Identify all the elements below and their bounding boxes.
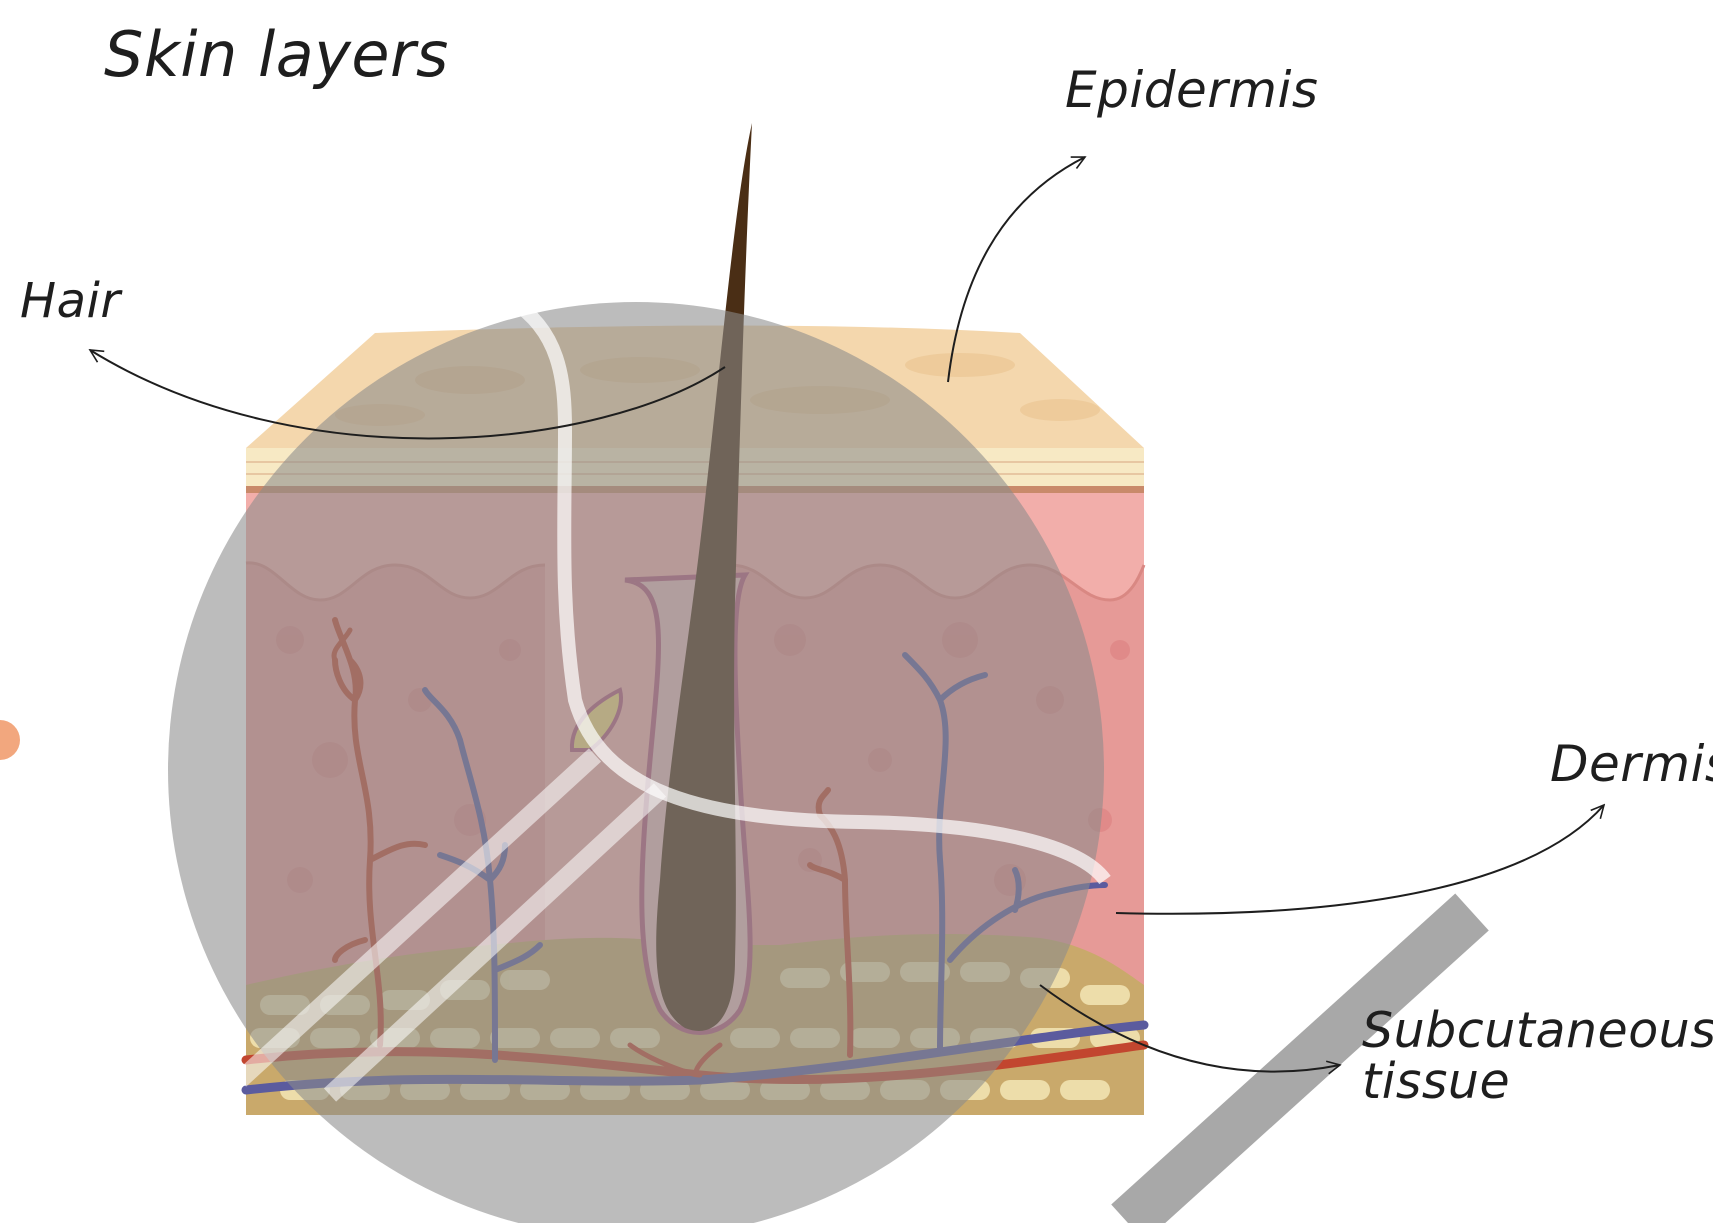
label-hair: Hair: [20, 276, 121, 326]
label-epidermis: Epidermis: [1065, 64, 1318, 117]
diagram-title: Skin layers: [104, 22, 449, 87]
accent-dot: [0, 720, 20, 760]
label-subcutaneous-line2: tissue: [1362, 1056, 1713, 1107]
label-subcutaneous-tissue: Subcutaneous tissue: [1362, 1005, 1713, 1108]
label-subcutaneous-line1: Subcutaneous: [1362, 1005, 1713, 1056]
label-dermis: Dermis: [1550, 738, 1713, 791]
dermis-arrow: [1116, 805, 1604, 914]
grey-overlay: [168, 300, 1472, 1223]
